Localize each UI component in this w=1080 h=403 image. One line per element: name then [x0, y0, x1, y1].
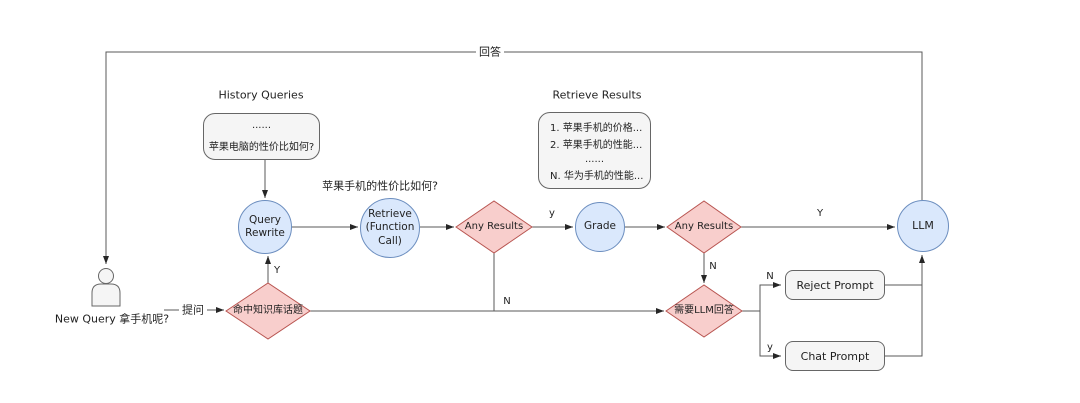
result-row-n: N. 华为手机的性能...	[550, 170, 644, 182]
query-rewrite-node: Query Rewrite	[238, 200, 292, 254]
edge-label-ask: 提问	[179, 304, 207, 316]
any-results-first-label: Any Results	[464, 221, 524, 232]
grade-node: Grade	[575, 202, 625, 252]
reject-prompt-box: Reject Prompt	[785, 270, 885, 300]
need-llm-label: 需要LLM回答	[674, 305, 734, 316]
result-row-1: 1. 苹果手机的价格...	[550, 123, 643, 135]
edge-label-any1-yes: y	[549, 208, 555, 219]
edge-label-answer: 回答	[476, 46, 504, 58]
edge-need-llm-no	[742, 282, 781, 312]
history-queries-box: ...... 苹果电脑的性价比如何?	[203, 113, 320, 160]
edge-label-any1-no: N	[503, 296, 511, 307]
edge-label-any2-no: N	[709, 261, 717, 272]
edge-answer-loop	[103, 51, 923, 264]
edge-label-reject-branch: N	[766, 271, 774, 282]
edge-label-any2-yes: Y	[816, 208, 824, 219]
edge-label-rewritten-query: 苹果手机的性价比如何?	[322, 179, 438, 193]
any-results-first-diamond	[455, 200, 533, 254]
retrieve-node: Retrieve (Function Call)	[360, 198, 420, 258]
actor-label: New Query 拿手机呢?	[54, 312, 170, 326]
user-person-icon	[91, 268, 121, 307]
llm-node: LLM	[897, 200, 949, 252]
edge-chat-to-llm	[885, 255, 925, 357]
history-row-dots: ......	[251, 120, 272, 132]
retrieve-results-title: Retrieve Results	[552, 88, 642, 102]
retrieve-results-box: 1. 苹果手机的价格... 2. 苹果手机的性能... ...... N. 华为…	[538, 112, 651, 189]
chat-prompt-box: Chat Prompt	[785, 341, 885, 371]
hit-topic-label: 命中知识库话题	[233, 305, 303, 316]
result-row-dots: ......	[584, 153, 605, 165]
edge-need-llm-yes	[759, 311, 781, 359]
edge-label-chat-branch: y	[767, 342, 773, 353]
any-results-second-diamond	[666, 200, 742, 254]
need-llm-diamond	[665, 284, 743, 338]
history-row-query: 苹果电脑的性价比如何?	[208, 141, 315, 153]
history-queries-title: History Queries	[218, 88, 304, 102]
result-row-2: 2. 苹果手机的性能...	[550, 140, 643, 152]
edge-label-hit-topic-yes: Y	[273, 265, 281, 276]
hit-topic-diamond	[225, 282, 311, 340]
any-results-second-label: Any Results	[674, 221, 734, 232]
